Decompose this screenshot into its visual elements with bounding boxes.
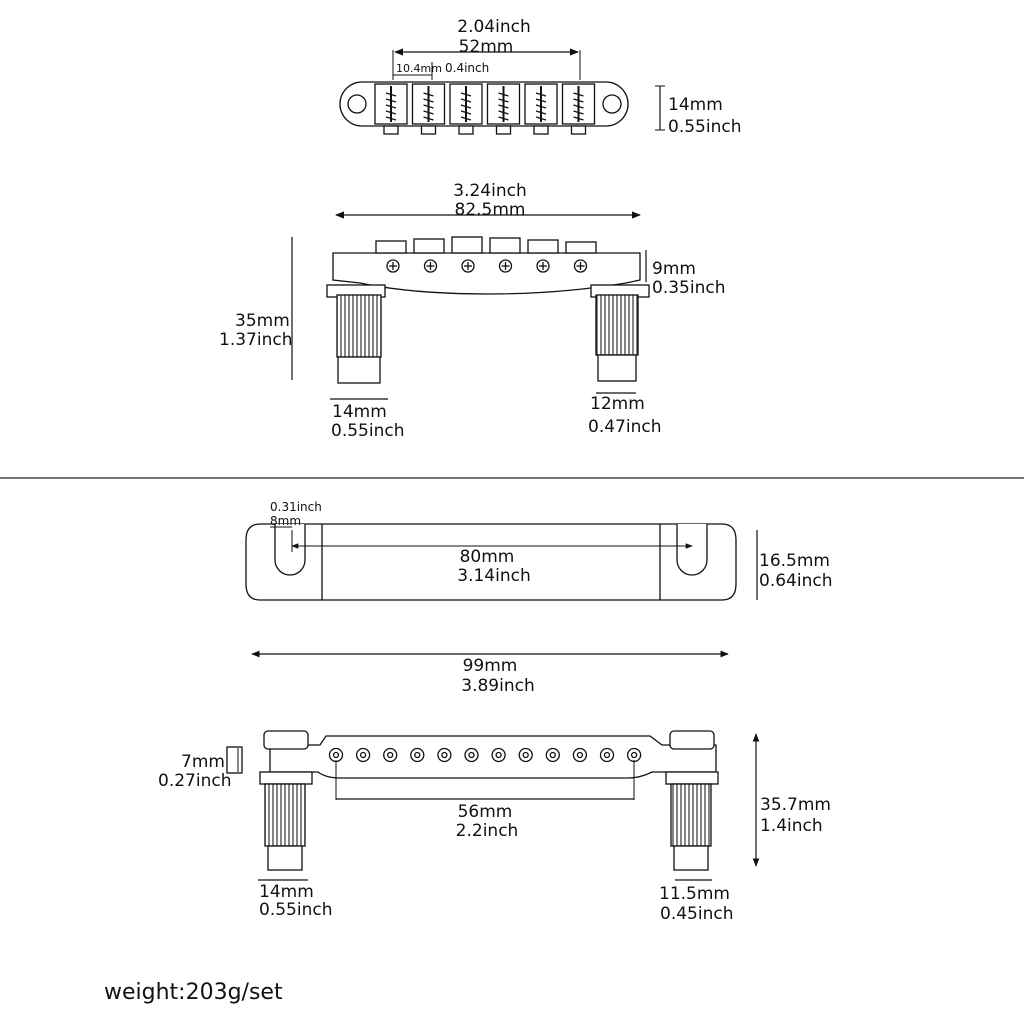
- tailpiece-post-right-inch: 0.45inch: [660, 904, 734, 924]
- tailpiece-side-height-inch: 1.4inch: [760, 816, 823, 836]
- saddle-top: [486, 83, 521, 135]
- tailpiece-total-inch: 3.89inch: [461, 676, 535, 696]
- bridge-length-mm: 82.5mm: [454, 200, 526, 220]
- hole-icon: [599, 747, 615, 763]
- tailpiece-side-view: [226, 730, 760, 881]
- screw-icon: [386, 259, 400, 273]
- tailpiece-total-mm: 99mm: [462, 656, 518, 676]
- screw-icon: [498, 259, 513, 273]
- tailpiece-side-height-mm: 35.7mm: [760, 795, 831, 815]
- saddle-side: [375, 240, 407, 254]
- tailpiece-height-mm: 16.5mm: [759, 551, 830, 571]
- hole-icon: [410, 747, 425, 763]
- bridge-length-inch: 3.24inch: [453, 181, 527, 201]
- weight-label: weight:203g/set: [104, 980, 283, 1005]
- saddle-top: [449, 83, 483, 135]
- bridge-top-width-mm: 52mm: [458, 37, 514, 57]
- saddle-side: [565, 241, 597, 254]
- tailpiece-post-right-mm: 11.5mm: [659, 884, 730, 904]
- saddle-side: [489, 237, 521, 254]
- bridge-base-mm: 9mm: [652, 259, 696, 279]
- tailpiece-center-mm: 80mm: [459, 547, 515, 567]
- saddle-top: [561, 83, 596, 135]
- saddle-top: [524, 83, 558, 135]
- saddle-top: [374, 83, 408, 135]
- saddle-side: [413, 238, 445, 254]
- bridge-top-view: [339, 48, 665, 135]
- saddle-side: [451, 236, 483, 254]
- bridge-post-right-inch: 0.47inch: [588, 417, 662, 437]
- bridge-post-right-mm: 12mm: [590, 394, 645, 414]
- tailpiece-lip-mm: 7mm: [181, 752, 225, 772]
- hole-span-mm: 56mm: [457, 802, 513, 822]
- hole-icon: [545, 747, 560, 763]
- bridge-side-view: [291, 211, 650, 400]
- tailpiece-top-view: [245, 523, 758, 658]
- hole-icon: [626, 747, 642, 763]
- slot-width-mm: 8mm: [270, 514, 302, 528]
- hole-icon: [355, 747, 371, 763]
- tailpiece-post-left-mm: 14mm: [259, 882, 314, 902]
- hole-span-inch: 2.2inch: [455, 821, 519, 841]
- screw-icon: [423, 259, 438, 273]
- tailpiece-center-inch: 3.14inch: [457, 566, 531, 586]
- hole-icon: [437, 747, 452, 763]
- bridge-post-left-mm: 14mm: [332, 402, 387, 422]
- saddle-top: [411, 83, 446, 135]
- tailpiece-lip-inch: 0.27inch: [158, 771, 232, 791]
- bridge-top-width-inch: 2.04inch: [457, 17, 531, 37]
- tailpiece-post-left-inch: 0.55inch: [259, 900, 333, 920]
- string-spacing-inch: 0.4inch: [445, 61, 490, 75]
- bridge-total-height-inch: 1.37inch: [219, 330, 293, 350]
- hole-icon: [491, 747, 506, 763]
- screw-icon: [573, 259, 588, 273]
- hole-icon: [572, 747, 588, 763]
- hole-icon: [518, 747, 533, 763]
- hole-icon: [383, 747, 398, 763]
- bridge-total-height-mm: 35mm: [235, 311, 290, 331]
- bridge-post-left-inch: 0.55inch: [331, 421, 405, 441]
- hole-icon: [464, 747, 479, 763]
- slot-width-inch: 0.31inch: [270, 500, 322, 514]
- hole-icon: [328, 747, 344, 763]
- bridge-base-inch: 0.35inch: [652, 278, 726, 298]
- screw-icon: [536, 259, 550, 273]
- screw-icon: [461, 259, 475, 273]
- saddle-side: [527, 239, 559, 254]
- tailpiece-height-inch: 0.64inch: [759, 571, 833, 591]
- bridge-top-height-mm: 14mm: [668, 95, 723, 115]
- string-spacing-mm: 10.4mm: [396, 62, 442, 75]
- bridge-top-height-inch: 0.55inch: [668, 117, 742, 137]
